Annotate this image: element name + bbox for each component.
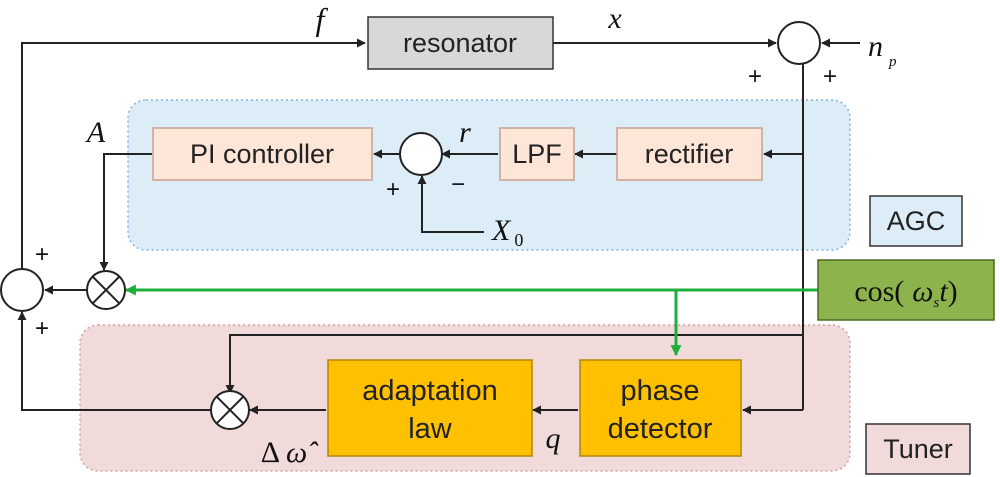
output-adder-plus-right: + (823, 63, 837, 90)
lpf-block: LPF (499, 127, 575, 181)
tuner-label-box: Tuner (865, 423, 971, 475)
resonator-block: resonator (367, 16, 554, 70)
agc-multiplier-icon (86, 270, 126, 310)
phase-detector-block: phase detector (579, 359, 742, 457)
adaptation-law-block: adaptation law (327, 359, 533, 457)
rectifier-label: rectifier (645, 139, 734, 169)
resonator-label: resonator (403, 28, 517, 58)
a-label: A (85, 116, 106, 149)
delta-omega-wire (17, 311, 210, 411)
output-adder-plus-left: + (748, 63, 762, 90)
agc-adder-minus: − (451, 171, 465, 198)
tuner-label: Tuner (883, 434, 953, 464)
tuner-multiplier-icon (210, 390, 250, 430)
phase-detector-label-line1: phase (620, 375, 699, 407)
adaptation-label-line2: law (408, 413, 453, 445)
pi-controller-block: PI controller (152, 127, 373, 181)
output-summing-junction (777, 21, 821, 65)
carrier-label: cos(ωst) (854, 275, 957, 311)
x0-reference-wire (417, 175, 484, 233)
agc-label: AGC (887, 206, 946, 236)
pi-controller-label: PI controller (190, 139, 334, 169)
carrier-source-box: cos(ωst) (817, 259, 995, 321)
tuner-feedback-wire (225, 334, 803, 394)
x-label: x (607, 2, 622, 35)
adaptation-label-line1: adaptation (362, 375, 497, 407)
q-label: q (546, 422, 561, 455)
lpf-label: LPF (512, 139, 562, 169)
r-label: r (459, 116, 471, 149)
agc-adder-plus: + (386, 176, 400, 203)
input-adder-plus-top: + (35, 241, 49, 268)
input-adder-plus-bottom: + (35, 315, 49, 342)
phase-detector-label-line2: detector (608, 413, 713, 445)
a-signal-wire (99, 153, 152, 271)
f-signal-wire (21, 38, 366, 268)
agc-summing-junction (399, 132, 443, 176)
agc-label-box: AGC (869, 195, 963, 247)
f-label: f (316, 1, 329, 37)
input-summing-junction (0, 268, 44, 312)
rectifier-block: rectifier (616, 127, 763, 181)
